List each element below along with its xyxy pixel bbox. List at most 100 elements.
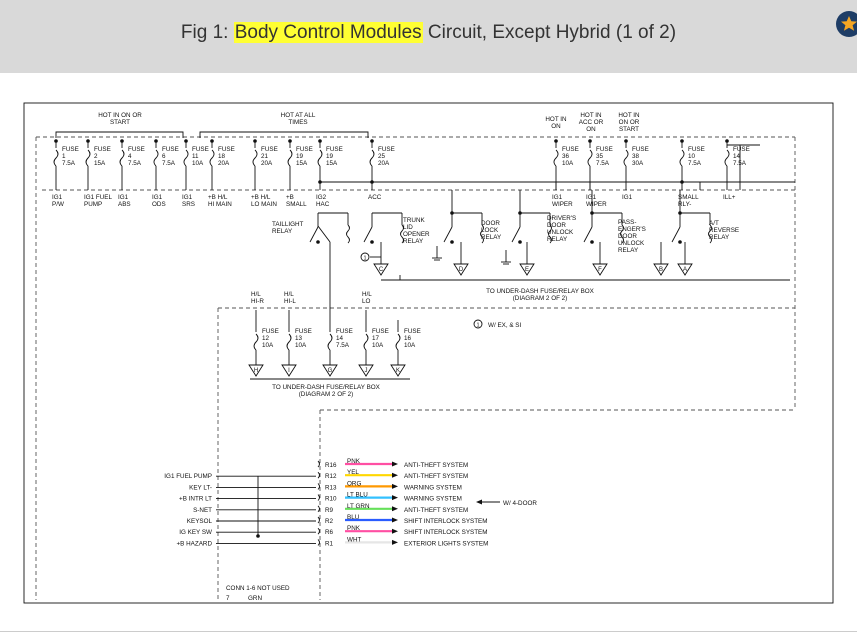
relay-passengers_door-label: UNLOCK xyxy=(618,240,645,247)
hl-label-1: HI-R xyxy=(251,298,264,305)
relay-door_lock-label: RELAY xyxy=(481,234,502,241)
star-icon[interactable] xyxy=(836,11,857,37)
page-title: Fig 1: Body Control Modules Circuit, Exc… xyxy=(0,22,857,44)
fuse-6-label: 20A xyxy=(218,160,230,167)
terminal-label-6: +B H/L xyxy=(208,194,228,201)
hot-in-acc-or-on-label: ON xyxy=(586,126,596,133)
lower-connector-letter: K xyxy=(396,368,400,374)
terminal-label-11: IG1 xyxy=(552,194,563,201)
lower-connector xyxy=(248,364,264,377)
terminal-label-6: HI MAIN xyxy=(208,201,232,208)
relay-drivers_door-label: UNLOCK xyxy=(547,229,574,236)
top-connector xyxy=(592,263,608,276)
top-connector-letter: B xyxy=(659,267,663,273)
top-connector-letter: D xyxy=(459,267,464,273)
relay-at_reverse-label: REVERSE xyxy=(709,227,739,234)
top-connector-letter: A xyxy=(683,267,687,273)
input-label-1: IG1 FUEL PUMP xyxy=(164,473,212,480)
relay-passengers_door-label: DOOR xyxy=(618,233,637,240)
last-color: GRN xyxy=(248,595,262,602)
terminal-label-2: PUMP xyxy=(84,201,102,208)
relay-drivers_door-label: RELAY xyxy=(547,236,568,243)
to-under-dash-label-2: TO UNDER-DASH FUSE/RELAY BOX xyxy=(272,384,381,391)
relay-passengers_door-label: PASS- xyxy=(618,219,636,226)
fuse-5-label: 11 xyxy=(192,153,199,160)
pin-label-2: R12 xyxy=(325,473,337,480)
fuse-1-label: FUSE xyxy=(62,146,79,153)
lower-connector xyxy=(358,364,374,377)
fuse-5-label: FUSE xyxy=(192,146,209,153)
wire-color-label-1: PNK xyxy=(347,458,361,465)
lower-fuse-1-label: FUSE xyxy=(262,328,279,335)
lower-fuse-4-label: 10A xyxy=(372,342,384,349)
fuse-8-label: 15A xyxy=(296,160,308,167)
fuse-12-label: FUSE xyxy=(596,146,613,153)
top-connector xyxy=(519,263,535,276)
terminal-label-2: IG1 FUEL xyxy=(84,194,112,201)
pin-label-3: R13 xyxy=(325,484,337,491)
title-highlight: Body Control Modules xyxy=(233,22,423,43)
fuse-12-label: 35 xyxy=(596,153,604,160)
relay-trunk-label: RELAY xyxy=(403,238,424,245)
lower-connector-letter: I xyxy=(288,368,290,374)
lower-fuse-5-label: 16 xyxy=(404,335,412,342)
relay-drivers_door-label: DRIVER'S xyxy=(547,215,576,222)
fuse-9-label: 19 xyxy=(326,153,334,160)
terminal-label-9: IG2 xyxy=(316,194,327,201)
fuse-8-label: FUSE xyxy=(296,146,313,153)
to-under-dash-label-2: (DIAGRAM 2 OF 2) xyxy=(299,391,354,398)
lower-fuse-2-label: 13 xyxy=(295,335,303,342)
lower-fuse-1-label: 12 xyxy=(262,335,270,342)
lower-connector-letter: H xyxy=(254,368,258,374)
fuse-14-label: 10 xyxy=(688,153,696,160)
terminal-label-1: IG1 xyxy=(52,194,63,201)
hot-in-acc-or-on-label: HOT IN xyxy=(580,112,602,119)
fuse-6-label: 18 xyxy=(218,153,226,160)
fuse-3-label: 4 xyxy=(128,153,132,160)
fuse-2-label: 15A xyxy=(94,160,106,167)
relay-taillight-label: RELAY xyxy=(272,228,293,235)
input-label-2: KEY LT- xyxy=(189,484,212,491)
wire-color-label-8: WHT xyxy=(347,536,361,543)
diagram-frame xyxy=(23,102,834,604)
terminal-label-5: SRS xyxy=(182,201,195,208)
hl-label-3: H/L xyxy=(362,291,372,298)
hot-at-all-times-label: TIMES xyxy=(288,119,307,126)
hot-in-on-or-start-label: HOT IN ON OR xyxy=(98,112,142,119)
fuse-5-label: 10A xyxy=(192,160,204,167)
fuse-1-label: 1 xyxy=(62,153,66,160)
destination-label-2: ANTI-THEFT SYSTEM xyxy=(404,473,468,480)
terminal-label-7: +B H/L xyxy=(251,194,271,201)
fuse-2-label: FUSE xyxy=(94,146,111,153)
terminal-label-9: HAC xyxy=(316,201,330,208)
fuse-1-label: 7.5A xyxy=(62,160,76,167)
hot-in-on-label: ON xyxy=(551,123,561,130)
destination-label-3: WARNING SYSTEM xyxy=(404,484,462,491)
terminal-label-15: ILL+ xyxy=(723,194,736,201)
input-label-4: S-NET xyxy=(193,507,212,514)
note-marker-2: 1 xyxy=(476,323,479,329)
input-label-6: IG KEY SW xyxy=(179,529,212,536)
fuse-7-label: 21 xyxy=(261,153,269,160)
relay-taillight-label: TAILLIGHT xyxy=(272,221,304,228)
top-connector xyxy=(373,263,389,276)
fuse-13-label: 30A xyxy=(632,160,644,167)
hl-label-3: LO xyxy=(362,298,371,305)
top-connector xyxy=(453,263,469,276)
fuse-13-label: 38 xyxy=(632,153,640,160)
pin-label-6: R2 xyxy=(325,518,334,525)
lower-connector xyxy=(390,364,406,377)
relay-trunk-label: LID xyxy=(403,224,413,231)
terminal-label-8: +B xyxy=(286,194,294,201)
relay-door_lock-label: LOCK xyxy=(481,227,499,234)
hot-in-on-or-start-2-label: ON OR xyxy=(619,119,640,126)
pin-label-8: R1 xyxy=(325,540,334,547)
fuse-11-label: 10A xyxy=(562,160,574,167)
destination-label-8: EXTERIOR LIGHTS SYSTEM xyxy=(404,540,488,547)
destination-label-6: SHIFT INTERLOCK SYSTEM xyxy=(404,518,488,525)
fuse-2-label: 2 xyxy=(94,153,98,160)
title-suffix: Circuit, Except Hybrid (1 of 2) xyxy=(422,22,677,43)
pin-label-1: R16 xyxy=(325,462,337,469)
relay-passengers_door-label: RELAY xyxy=(618,247,639,254)
